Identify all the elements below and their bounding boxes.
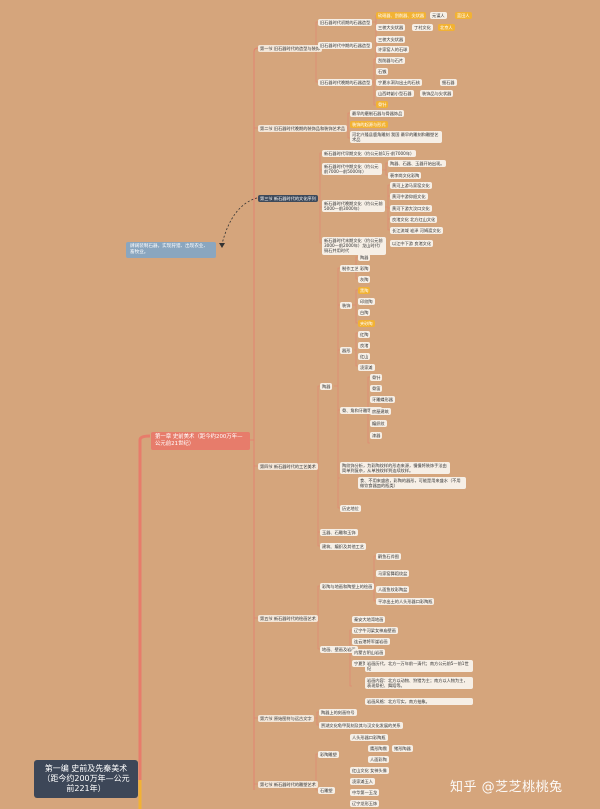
s4-leaf-a5[interactable]: 印纹陶 — [358, 298, 375, 306]
s1-leaf-c2[interactable]: 石镞 — [376, 68, 389, 76]
section-2[interactable]: 第二节 旧石器时代晚期的装饰品和装饰艺术品 — [258, 125, 348, 133]
s4-leaf-b1[interactable]: 良渚 — [358, 342, 371, 350]
s7-leaf-b1[interactable]: 凌家滩玉人 — [350, 778, 375, 786]
s3-item-d[interactable]: 新石器时代末期文化（约公元前3000—前2000年）龙山时代/铜石并用时代 — [322, 237, 386, 255]
s6-leaf-b[interactable]: 贾湖文化龟甲契刻及其与汉文化发展的关系 — [319, 722, 403, 730]
s7-leaf-b3[interactable]: 辽宁龙形玉饰 — [350, 800, 380, 808]
s4-leaf-a10[interactable]: 装饰 — [340, 302, 353, 310]
s4-note-2: 食、不用来盛放，彩陶的器形，可能是用来盛水（不用做饮食器皿的瓶类） — [358, 477, 466, 490]
s3-leaf-c4[interactable]: 良渚文化 北方红山文化 — [390, 216, 438, 224]
section-7[interactable]: 第七节 新石器时代的雕塑艺术 — [258, 781, 318, 789]
s4-leaf-c1[interactable]: 骨针 — [370, 374, 383, 382]
s3-leaf-b2[interactable]: 裴李岗文化彩陶 — [388, 172, 422, 180]
section-5[interactable]: 第五节 新石器时代的绘画艺术 — [258, 615, 318, 623]
s7-leaf-a3[interactable]: 猪形陶器 — [392, 745, 413, 753]
s7-item-b[interactable]: 石雕塑 — [318, 787, 335, 795]
s5-leaf-b1[interactable]: 秦安大地湾地画 — [352, 616, 386, 624]
root-node[interactable]: 第一编 史前及先秦美术（距今约200万年—公元前221年） — [34, 760, 138, 798]
s4-leaf-a9[interactable]: 制作工艺 — [340, 265, 361, 273]
s5-leaf-a4[interactable]: 平凉出土的人头形器口彩陶瓶 — [376, 598, 435, 606]
s1-leaf-a3[interactable]: 蓝田人 — [455, 12, 472, 20]
s5-leaf-a2[interactable]: 马家窑舞蹈纹盆 — [376, 570, 410, 578]
s1-leaf-a1[interactable]: 砍砸器、刮削器、尖状器 — [376, 12, 427, 20]
s5-leaf-b2[interactable]: 辽宁牛河梁女神庙壁画 — [352, 627, 398, 635]
s4-item-b[interactable]: 玉器、石雕和玉饰 — [320, 529, 358, 537]
s4-leaf-c2[interactable]: 骨笛 — [370, 385, 383, 393]
s1-leaf-b1[interactable]: 三棱大尖状器 — [376, 36, 406, 44]
s4-leaf-d3[interactable]: 漆器 — [370, 432, 383, 440]
s4-leaf-a3[interactable]: 灰陶 — [358, 276, 371, 284]
s4-note-3: 历史地位 — [340, 505, 361, 513]
s4-leaf-c3[interactable]: 牙雕蝶形器 — [370, 396, 395, 404]
s3-leaf-c5[interactable]: 长江流域 崧泽 河姆渡文化 — [390, 227, 443, 235]
s5-leaf-a3[interactable]: 人面鱼纹彩陶盆 — [376, 586, 410, 594]
s4-leaf-a6[interactable]: 白陶 — [358, 309, 371, 317]
s7-item-a[interactable]: 彩陶雕塑 — [318, 751, 339, 759]
s7-leaf-a2[interactable]: 鹰形陶鼎 — [368, 745, 389, 753]
s4-leaf-b2[interactable]: 红山 — [358, 353, 371, 361]
section-4[interactable]: 第四节 新石器时代的工艺美术 — [258, 463, 318, 471]
s4-item-c[interactable]: 骨、角和牙雕等工艺 — [340, 407, 382, 415]
s3-leaf-b1[interactable]: 陶器、石器、玉器开始出现。 — [388, 160, 447, 168]
s1-leaf-a2[interactable]: 元谋人 — [430, 12, 447, 20]
section-6[interactable]: 第六节 原始图符与远古文字 — [258, 715, 314, 723]
s3-leaf-d1[interactable]: 以江中下游 良渚文化 — [390, 240, 434, 248]
s1-leaf-c3[interactable]: 宁夏水洞沟出土的石核 — [376, 79, 422, 87]
s5-item-a[interactable]: 彩陶与地画和陶塑上的绘画 — [320, 583, 375, 591]
chapter-node[interactable]: 第一章 史前美术（距今约200万年—公元前21世纪） — [151, 432, 250, 450]
s1-leaf-a7[interactable]: 丁村文化 — [412, 24, 433, 32]
s2-leaf-c[interactable]: 河北兴隆县鹿角雕刻 我国 最早的雕刻和雕塑艺术品 — [350, 131, 442, 144]
s4-leaf-a8[interactable]: 红陶 — [358, 331, 371, 339]
s5-note-1: 岩画历代，北方一万年前—清代；南方公元前5—前1世纪 — [365, 660, 473, 673]
section-1[interactable]: 第一节 旧石器时代的造型与装饰 — [258, 45, 322, 53]
s2-leaf-a[interactable]: 最早的磨制石器与骨器饰品 — [350, 110, 405, 118]
s4-leaf-a7[interactable]: 夹砂陶 — [358, 320, 375, 328]
s1-leaf-c5[interactable]: 骨针 — [376, 101, 389, 109]
s5-item-b[interactable]: 地画、壁画及岩画 — [320, 646, 358, 654]
s7-leaf-a4[interactable]: 人面彩陶 — [368, 756, 389, 764]
zhihu-watermark: 知乎 @芝芝桃桃兔 — [450, 780, 563, 795]
s7-leaf-b2[interactable]: 中华第一玉龙 — [350, 789, 380, 797]
s4-leaf-a11[interactable]: 器形 — [340, 347, 353, 355]
s3-leaf-c2[interactable]: 黄河中游仰韶文化 — [390, 193, 428, 201]
s1-leaf-c1[interactable]: 刮削器与石片 — [376, 57, 406, 65]
s1-leaf-c4[interactable]: 山西峙峪小型石器 — [376, 90, 414, 98]
s6-leaf-a[interactable]: 陶器上的刻画符号 — [319, 709, 357, 717]
s5-leaf-b3[interactable]: 连云港将军崖岩画 — [352, 638, 390, 646]
s4-leaf-a1[interactable]: 陶器 — [358, 254, 371, 262]
s3-item-a[interactable]: 新石器时代早期文化（约公元前1万-前7000年） — [322, 150, 417, 158]
callout-note: 肆阔装制石器，实现狩猎、出现农业、畜牧业。 — [126, 242, 216, 258]
s4-leaf-a2[interactable]: 彩陶 — [358, 265, 371, 273]
s5-note-2: 岩画内容：北方以动物、狩猎为主；南方以人物为主，表现祭祀、舞蹈等。 — [365, 677, 473, 690]
s1-item-c[interactable]: 旧石器时代晚期的石器造型 — [318, 79, 373, 87]
s4-leaf-d1[interactable]: 房屋建筑 — [370, 408, 391, 416]
s1-leaf-b2[interactable]: 许家窑人的石球 — [376, 46, 410, 54]
s1-leaf-a4[interactable]: 北京人 — [438, 24, 455, 32]
s1-item-b[interactable]: 旧石器时代中期的石器造型 — [318, 42, 373, 50]
s4-leaf-d2[interactable]: 编织纹 — [370, 420, 387, 428]
s4-item-d[interactable]: 建筑、编织及其他工艺 — [320, 543, 366, 551]
s5-leaf-b4[interactable]: 内蒙古阴山岩画 — [352, 649, 386, 657]
s3-leaf-c1[interactable]: 黄河上游马家窑文化 — [390, 182, 432, 190]
s1-item-a[interactable]: 旧石器时代初期的石器造型 — [318, 19, 373, 27]
s5-leaf-a1[interactable]: 鹳鱼石斧图 — [376, 553, 401, 561]
s2-leaf-b[interactable]: 装饰的起源与形式 — [350, 121, 388, 129]
s1-leaf-c6[interactable]: 装饰品与尖状器 — [420, 90, 454, 98]
s4-item-a[interactable]: 陶器 — [320, 383, 333, 391]
s3-item-c[interactable]: 新石器时代晚期文化（约公元前5000—前3000年） — [322, 200, 385, 213]
s1-leaf-c7[interactable]: 细石器 — [440, 79, 457, 87]
s4-note-1: 陶纹饰分析，为彩陶纹样的形态来源，慢慢将装饰手法由简单到复杂，从单独纹样到连续纹… — [340, 462, 450, 475]
s7-leaf-a5[interactable]: 红山文化 女神头像 — [350, 767, 389, 775]
s3-leaf-c3[interactable]: 黄河下游大汶口文化 — [390, 205, 432, 213]
s4-leaf-a4[interactable]: 黑陶 — [358, 287, 371, 295]
s7-leaf-a1[interactable]: 人头形器口彩陶瓶 — [350, 734, 388, 742]
s4-leaf-b3[interactable]: 凌家滩 — [358, 364, 375, 372]
s1-leaf-a6[interactable]: 三棱大尖状器 — [376, 24, 406, 32]
s3-item-b[interactable]: 新石器时代中期文化（约公元前7000—前5000年） — [322, 163, 382, 176]
s5-note-3: 岩画风格：北方写实，南方抽象。 — [365, 698, 473, 706]
section-3[interactable]: 第三节 新石器时代的文化序列 — [258, 195, 318, 203]
